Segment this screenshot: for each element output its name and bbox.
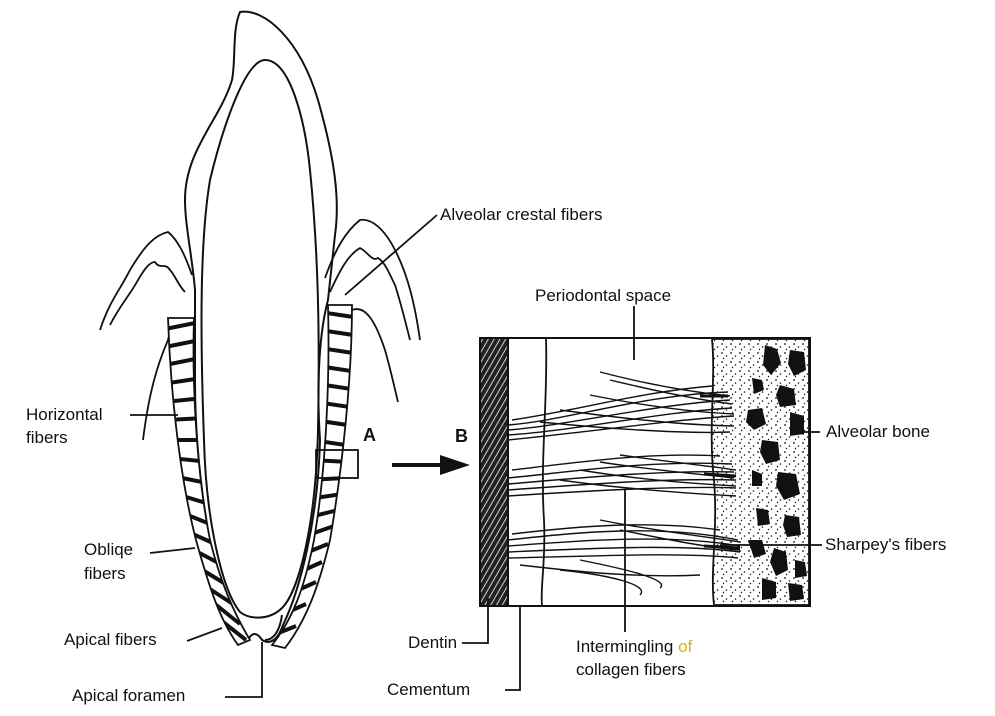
label-horizontal-fibers-1: Horizontal xyxy=(26,405,103,425)
label-oblique-fibers-2: fibers xyxy=(84,564,126,584)
label-marker-b: B xyxy=(455,426,468,446)
label-intermingling-of: of xyxy=(678,637,692,656)
label-oblique-fibers-1: Obliqe xyxy=(84,540,133,560)
dentin-layer xyxy=(481,339,508,605)
label-marker-a: A xyxy=(363,425,376,445)
leader-oblique xyxy=(150,548,195,553)
left-pdl-band xyxy=(160,318,250,645)
label-intermingling-word: Intermingling xyxy=(576,637,673,656)
label-cementum: Cementum xyxy=(387,680,470,700)
label-dentin: Dentin xyxy=(408,633,457,653)
leader-apical-foramen xyxy=(225,642,262,697)
label-alveolar-bone: Alveolar bone xyxy=(826,422,930,442)
label-periodontal-space: Periodontal space xyxy=(535,286,671,306)
label-intermingling-line1: Intermingling of xyxy=(576,637,692,657)
label-sharpeys-fibers: Sharpey's fibers xyxy=(825,535,946,555)
label-apical-fibers: Apical fibers xyxy=(64,630,157,650)
leader-alveolar-crestal xyxy=(345,215,437,295)
label-alveolar-crestal-fibers: Alveolar crestal fibers xyxy=(440,205,603,225)
label-intermingling-line2: collagen fibers xyxy=(576,660,686,680)
label-horizontal-fibers-2: fibers xyxy=(26,428,68,448)
enlarged-section xyxy=(462,306,822,690)
pulp-outline xyxy=(202,60,319,618)
leader-apical-fibers xyxy=(187,628,222,641)
magnify-arrow xyxy=(392,455,470,475)
leader-cementum xyxy=(505,605,520,690)
right-pdl-band xyxy=(266,305,360,648)
label-apical-foramen: Apical foramen xyxy=(72,686,185,706)
